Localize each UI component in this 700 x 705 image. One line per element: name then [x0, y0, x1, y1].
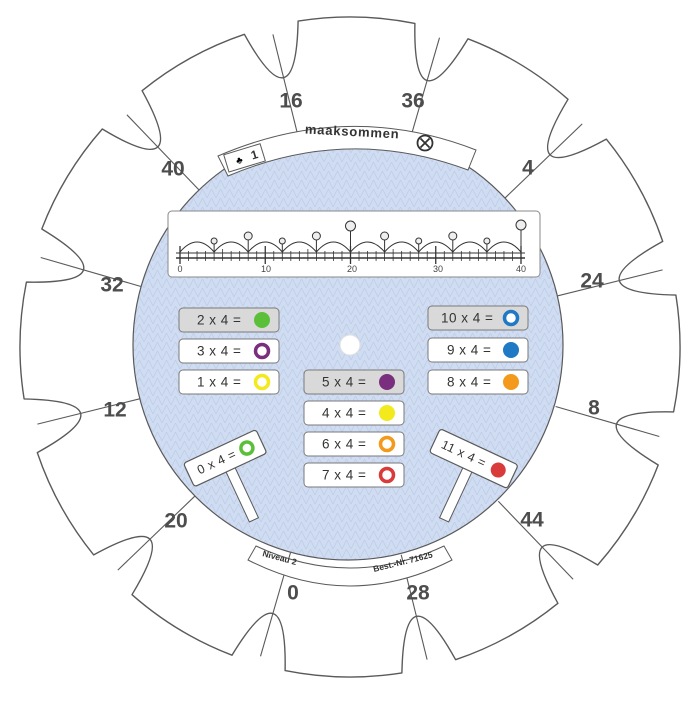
answer-40: 40 [161, 158, 184, 181]
exercise-right-0[interactable]: 10 x 4 = [428, 306, 528, 330]
close-icon[interactable] [418, 136, 433, 151]
nl-label-20: 20 [347, 264, 357, 274]
number-line: 0 10 20 30 40 [168, 211, 540, 277]
svg-text:9 x 4 =: 9 x 4 = [447, 343, 491, 358]
svg-text:7 x 4 =: 7 x 4 = [322, 468, 366, 483]
red-ring-icon [381, 469, 394, 482]
marker-head [381, 232, 389, 240]
answer-24: 24 [580, 270, 604, 293]
blue-ring-icon [505, 312, 518, 325]
svg-text:4 x 4 =: 4 x 4 = [322, 406, 366, 421]
svg-text:2 x 4 =: 2 x 4 = [197, 313, 241, 328]
exercise-left-2[interactable]: 1 x 4 = [179, 370, 279, 394]
marker-head [244, 232, 252, 240]
answer-32: 32 [100, 274, 123, 297]
answer-8: 8 [588, 397, 600, 420]
svg-text:5 x 4 =: 5 x 4 = [322, 375, 366, 390]
exercise-right-2[interactable]: 8 x 4 = [428, 370, 528, 394]
yellow-ring-icon [256, 376, 269, 389]
nl-label-40: 40 [516, 264, 526, 274]
center-hole [340, 335, 360, 355]
svg-text:10 x 4 =: 10 x 4 = [441, 311, 493, 326]
marker-head [449, 232, 457, 240]
orange-dot-icon [503, 374, 519, 390]
exercise-left-1[interactable]: 3 x 4 = [179, 339, 279, 363]
purple-ring-icon [256, 345, 269, 358]
svg-text:8 x 4 =: 8 x 4 = [447, 375, 491, 390]
exercise-center-0[interactable]: 5 x 4 = [304, 370, 404, 394]
marker-head [279, 238, 285, 244]
marker-head [312, 232, 320, 240]
svg-text:1 x 4 =: 1 x 4 = [197, 375, 241, 390]
exercise-center-2[interactable]: 6 x 4 = [304, 432, 404, 456]
green-dot-icon [254, 312, 270, 328]
nl-label-10: 10 [261, 264, 271, 274]
nl-label-30: 30 [433, 264, 443, 274]
answer-16: 16 [279, 90, 302, 113]
exercise-center-3[interactable]: 7 x 4 = [304, 463, 404, 487]
blue-dot-icon [503, 342, 519, 358]
marker-head [346, 221, 356, 231]
answer-4: 4 [522, 157, 534, 180]
svg-text:6 x 4 =: 6 x 4 = [322, 437, 366, 452]
exercise-left-0[interactable]: 2 x 4 = [179, 308, 279, 332]
answer-36: 36 [401, 90, 424, 113]
purple-dot-icon [379, 374, 395, 390]
marker-head [516, 220, 526, 230]
exercise-center-1[interactable]: 4 x 4 = [304, 401, 404, 425]
answer-28: 28 [406, 582, 430, 605]
nl-label-0: 0 [177, 264, 182, 274]
answer-20: 20 [164, 510, 187, 533]
marker-head [484, 238, 490, 244]
exercise-right-1[interactable]: 9 x 4 = [428, 338, 528, 362]
orange-ring-icon [381, 438, 394, 451]
answer-12: 12 [103, 399, 126, 422]
svg-text:3 x 4 =: 3 x 4 = [197, 344, 241, 359]
marker-head [211, 238, 217, 244]
marker-head [416, 238, 422, 244]
yellow-dot-icon [379, 405, 395, 421]
answer-44: 44 [520, 509, 544, 532]
answer-0: 0 [287, 582, 299, 605]
